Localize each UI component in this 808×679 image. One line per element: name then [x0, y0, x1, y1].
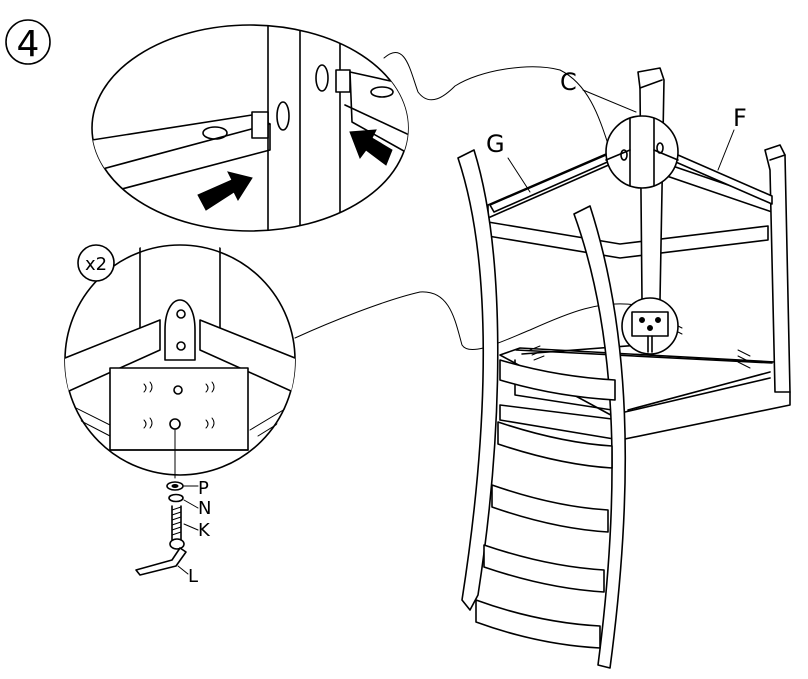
lock-washer-n-icon	[168, 493, 184, 503]
bottom-detail-multiplier: x2	[85, 254, 107, 275]
part-labels-chair: C F G	[486, 68, 747, 193]
step-number: 4	[17, 24, 40, 65]
leader-line-top	[383, 52, 611, 151]
chair-frame	[457, 67, 791, 669]
back-slats	[475, 359, 616, 649]
detail-circle-corner-block	[621, 297, 679, 355]
label-n: N	[198, 498, 211, 519]
label-f: F	[733, 104, 747, 132]
detail-corner-block-bolt: x2	[64, 240, 296, 476]
bolt-k-icon	[169, 505, 185, 550]
detail-circle-top-joint	[605, 115, 679, 189]
hex-key-l-icon	[135, 547, 187, 576]
detail-dowel-insertion	[91, 24, 409, 232]
label-g: G	[486, 130, 505, 158]
hardware-stack	[135, 429, 187, 576]
leader-line-bottom	[294, 291, 637, 350]
push-arrow-right-icon	[349, 129, 393, 166]
label-c: C	[560, 68, 577, 96]
label-l: L	[188, 566, 198, 587]
label-k: K	[198, 520, 211, 541]
step-number-badge: 4	[5, 19, 51, 65]
part-labels-hardware: P N K L	[177, 478, 211, 587]
label-p: P	[198, 478, 209, 499]
push-arrow-left-icon	[197, 171, 253, 211]
